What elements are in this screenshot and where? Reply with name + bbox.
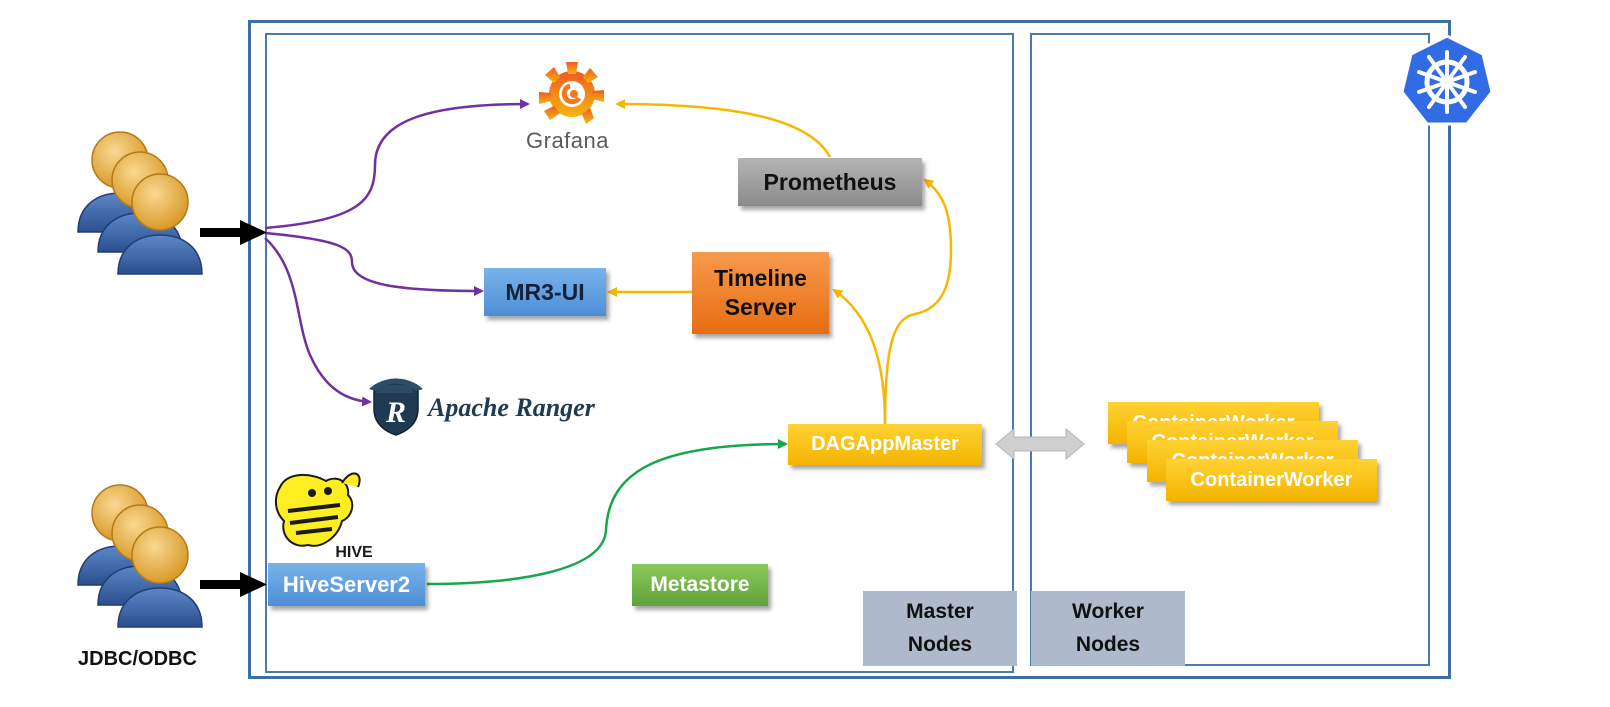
timeline-server-line1: Timeline <box>714 265 807 292</box>
mr3-ui-label: MR3-UI <box>505 278 585 305</box>
container-worker-box: ContainerWorker <box>1166 459 1377 501</box>
timeline-server-box: Timeline Server <box>692 252 829 334</box>
arrow-users-to-mr3ui <box>264 231 484 296</box>
dag-app-master-label: DAGAppMaster <box>811 433 959 455</box>
arrow-users-to-cluster <box>200 220 267 245</box>
master-region <box>265 33 1014 673</box>
worker-nodes-label: Worker Nodes <box>1031 591 1185 666</box>
hiveserver2-box: HiveServer2 <box>268 563 425 606</box>
dag-app-master-box: DAGAppMaster <box>788 424 982 465</box>
metastore-label: Metastore <box>650 572 750 596</box>
arrow-users-to-ranger <box>264 237 372 407</box>
hiveserver2-label: HiveServer2 <box>282 571 411 597</box>
svg-text:R: R <box>385 396 406 429</box>
worker-region <box>1030 33 1430 666</box>
jdbc-odbc-label: JDBC/ODBC <box>78 648 197 670</box>
arrow-jdbc-to-hiveserver2 <box>200 572 267 597</box>
master-nodes-label: Master Nodes <box>863 591 1017 666</box>
double-arrow-icon <box>995 427 1085 461</box>
arrow-hiveserver2-to-dag <box>426 439 788 586</box>
grafana-wordmark: Grafana <box>526 128 609 153</box>
prometheus-label: Prometheus <box>763 168 897 195</box>
arrow-prometheus-to-grafana <box>615 99 832 158</box>
arrow-users-to-grafana <box>264 99 530 230</box>
timeline-server-line2: Server <box>724 294 797 320</box>
mr3-ui-box: MR3-UI <box>484 268 606 316</box>
metastore-box: Metastore <box>632 564 768 606</box>
prometheus-box: Prometheus <box>738 158 922 206</box>
apache-ranger-wordmark: Apache Ranger <box>428 393 595 422</box>
hive-logo-text: HIVE <box>335 544 373 561</box>
arrow-dag-to-prometheus <box>883 178 953 425</box>
kubernetes-cluster-frame <box>248 20 1451 679</box>
